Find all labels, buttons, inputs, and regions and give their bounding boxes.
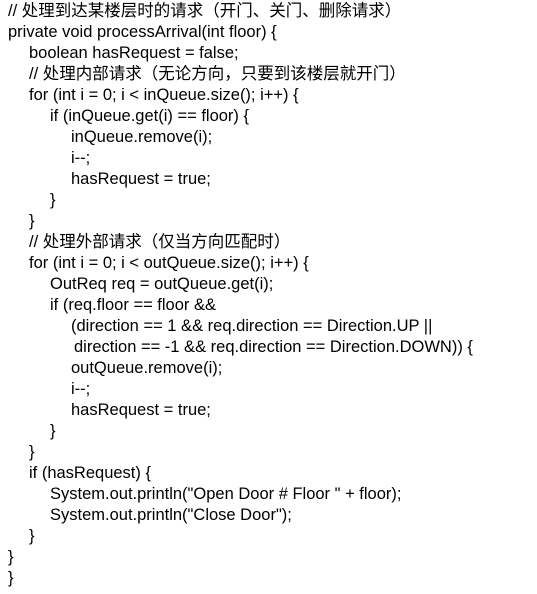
code-line: System.out.println("Open Door # Floor " … [50,485,402,503]
code-line: hasRequest = true; [71,170,211,188]
code-line: // 处理到达某楼层时的请求（开门、关门、删除请求） [8,2,402,20]
code-line: if (inQueue.get(i) == floor) { [50,107,250,125]
code-line: private void processArrival(int floor) { [8,23,277,41]
code-line: for (int i = 0; i < inQueue.size(); i++)… [29,86,299,104]
code-line: OutReq req = outQueue.get(i); [50,275,274,293]
code-line: // 处理内部请求（无论方向，只要到该楼层就开门） [29,65,406,83]
code-line: i--; [71,380,91,398]
code-block: // 处理到达某楼层时的请求（开门、关门、删除请求） private void … [8,1,533,589]
code-line: } [50,422,56,440]
code-line: // 处理外部请求（仅当方向匹配时） [29,233,291,251]
code-line: } [29,443,35,461]
code-line: if (req.floor == floor && [50,296,216,314]
code-line: System.out.println("Close Door"); [50,506,292,524]
code-line: i--; [71,149,91,167]
code-line: if (hasRequest) { [29,464,151,482]
code-line: for (int i = 0; i < outQueue.size(); i++… [29,254,309,272]
code-line: (direction == 1 && req.direction == Dire… [71,317,433,335]
code-line: inQueue.remove(i); [71,128,213,146]
code-line: hasRequest = true; [71,401,211,419]
code-line: boolean hasRequest = false; [29,44,239,62]
code-line: direction == -1 && req.direction == Dire… [74,338,473,356]
code-line: } [29,212,35,230]
code-line: } [50,191,56,209]
code-line: outQueue.remove(i); [71,359,223,377]
code-line: } [8,548,14,566]
code-line: } [8,569,14,587]
code-line: } [29,527,35,545]
